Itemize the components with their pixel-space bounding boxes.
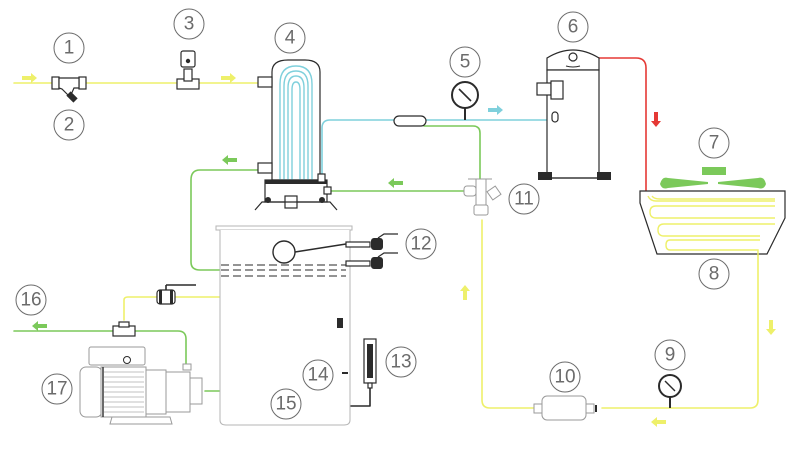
arrow-left-icon [651, 417, 666, 427]
low-pressure-gauge [451, 81, 479, 120]
callout-14: 14 [302, 359, 334, 391]
callout-5: 5 [449, 46, 481, 78]
svg-text:5: 5 [460, 52, 471, 73]
expansion-valve [463, 178, 502, 216]
arrow-right-icon [22, 73, 37, 83]
svg-text:15: 15 [275, 394, 296, 415]
sensing-bulb [393, 115, 427, 127]
callout-11: 11 [508, 183, 540, 215]
callout-8: 8 [698, 258, 730, 290]
high-pressure-gauge [658, 374, 682, 408]
y-strainer [51, 76, 87, 103]
pipe-level-gauge [349, 384, 371, 407]
arrow-right-icon [221, 73, 236, 83]
callout-12: 12 [405, 228, 437, 260]
svg-text:12: 12 [410, 234, 431, 255]
callout-2: 2 [53, 109, 85, 141]
arrow-right-icon [488, 105, 503, 115]
filter-drier [533, 395, 597, 421]
arrow-left-icon [388, 178, 403, 188]
svg-text:17: 17 [46, 379, 67, 400]
callout-7: 7 [698, 127, 730, 159]
condenser-fan [660, 167, 766, 189]
arrow-left-icon [32, 321, 47, 331]
pipe-equalizer [423, 125, 481, 181]
svg-text:8: 8 [709, 264, 720, 285]
flow-switch [176, 50, 200, 90]
callout-13: 13 [385, 346, 417, 378]
pipe-liquid-2 [481, 219, 535, 409]
arrow-up-icon [460, 285, 470, 300]
pipe-discharge [572, 57, 647, 193]
flow-arrows [22, 73, 776, 427]
ball-valve [156, 284, 196, 305]
shell-and-tube-evaporator [254, 59, 338, 211]
callout-9: 9 [654, 339, 686, 371]
callout-1: 1 [53, 32, 85, 64]
air-cooled-condenser [639, 190, 786, 256]
svg-text:13: 13 [390, 352, 411, 373]
svg-text:7: 7 [709, 133, 720, 154]
svg-text:16: 16 [20, 290, 41, 311]
pipe-bypass [123, 296, 221, 321]
svg-text:6: 6 [568, 17, 579, 38]
scroll-compressor [536, 49, 611, 180]
callout-3: 3 [173, 8, 205, 40]
arrow-left-icon [222, 155, 237, 165]
arrow-down-icon [651, 112, 661, 127]
level-gauge [363, 338, 377, 389]
callout-6: 6 [557, 11, 589, 43]
pipe-liquid [601, 251, 759, 409]
svg-text:2: 2 [64, 115, 75, 136]
pipe-suction [321, 119, 557, 179]
float-valve [345, 233, 398, 269]
svg-text:14: 14 [307, 365, 329, 386]
svg-text:3: 3 [184, 14, 195, 35]
pipe-water-outlet [13, 330, 187, 369]
svg-text:10: 10 [554, 367, 575, 388]
svg-text:11: 11 [514, 189, 534, 210]
callout-16: 16 [15, 284, 47, 316]
tee-valve [112, 321, 136, 337]
callout-10: 10 [549, 361, 581, 393]
arrow-down-icon [766, 320, 776, 335]
svg-text:4: 4 [285, 28, 296, 49]
callout-17: 17 [41, 373, 73, 405]
svg-text:1: 1 [64, 38, 75, 59]
callout-4: 4 [274, 22, 306, 54]
circulation-pump [79, 346, 203, 425]
callouts: 1 2 3 4 5 6 7 8 9 10 11 12 13 14 15 16 1… [15, 8, 730, 420]
callout-15: 15 [270, 388, 302, 420]
pipe-evaporator-to-tank [190, 169, 259, 271]
svg-text:9: 9 [665, 345, 676, 366]
pipes [13, 57, 759, 409]
